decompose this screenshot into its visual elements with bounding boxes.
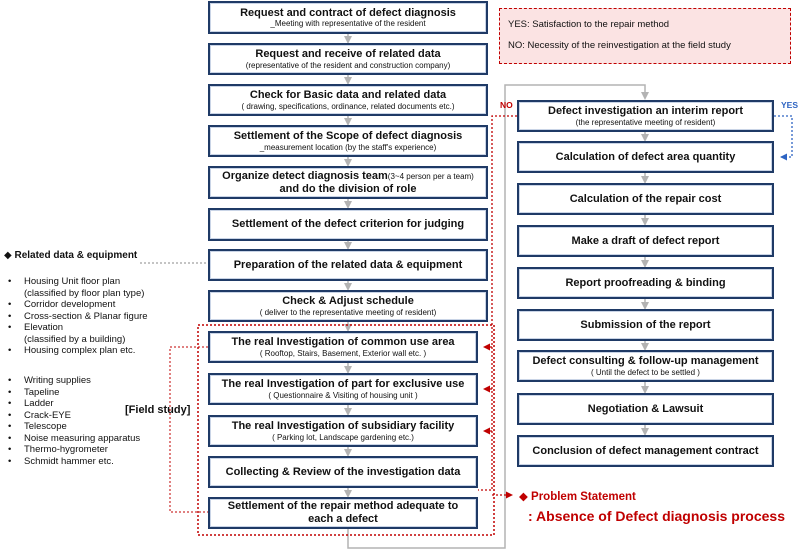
legend-yes: YES: Satisfaction to the repair method [508,19,670,30]
field-study-bracket [169,346,208,513]
list-item: Schmidt hammer etc. [8,456,140,468]
legend-box: YES: Satisfaction to the repair method N… [499,8,791,64]
list-item: Housing complex plan etc. [8,345,148,357]
problem-statement-subtitle: : Absence of Defect diagnosis process [528,508,785,524]
step-proofreading: Report proofreading & binding [517,267,774,299]
related-data-title: ◆ Related data & equipment [4,250,138,261]
related-data-list-2: Writing supplies Tapeline Ladder Crack-E… [8,375,140,467]
list-item: Housing Unit floor plan [8,276,148,288]
related-data-list-1: Housing Unit floor plan (classified by f… [8,276,148,357]
step-check-schedule: Check & Adjust schedule ( deliver to the… [208,290,488,322]
list-item: Writing supplies [8,375,140,387]
step-check-basic-data: Check for Basic data and related data ( … [208,84,488,116]
list-item: Ladder [8,398,140,410]
list-item: (classified by floor plan type) [24,287,145,299]
step-repair-cost: Calculation of the repair cost [517,183,774,215]
step-repair-method: Settlement of the repair method adequate… [208,497,478,529]
connector-left-to-right [347,84,649,549]
list-item: Noise measuring apparatus [8,433,140,445]
step-investigation-exclusive: The real Investigation of part for exclu… [208,373,478,405]
step-consulting: Defect consulting & follow-up management… [517,350,774,382]
step-preparation: Preparation of the related data & equipm… [208,249,488,281]
step-request-data: Request and receive of related data (rep… [208,43,488,75]
step-negotiation: Negotiation & Lawsuit [517,393,774,425]
step-defect-criterion: Settlement of the defect criterion for j… [208,208,488,241]
step-draft-report: Make a draft of defect report [517,225,774,257]
step-settlement-scope: Settlement of the Scope of defect diagno… [208,125,488,157]
problem-statement-title: ◆ Problem Statement [519,491,636,503]
list-item: Corridor development [8,299,148,311]
step-conclusion: Conclusion of defect management contract [517,435,774,467]
list-item: Elevation [8,322,148,334]
list-item: (classified by a building) [24,333,126,345]
field-study-frame [197,324,495,536]
step-organize-team: Organize detect diagnosis team(3~4 perso… [208,166,488,199]
list-item: Thermo-hygrometer [8,444,140,456]
step-collecting-review: Collecting & Review of the investigation… [208,456,478,488]
step-investigation-subsidiary: The real Investigation of subsidiary fac… [208,415,478,447]
field-study-label: [Field study] [125,404,191,416]
step-interim-report: Defect investigation an interim report (… [517,100,774,132]
no-loop-arrow [478,115,517,491]
step-area-quantity: Calculation of defect area quantity [517,141,774,173]
yes-loop-arrow [774,115,793,161]
step-request-contract: Request and contract of defect diagnosis… [208,1,488,34]
no-label: NO [500,100,513,110]
step-submission: Submission of the report [517,309,774,341]
list-item: Telescope [8,421,140,433]
list-item: Cross-section & Planar figure [8,311,148,323]
legend-no: NO: Necessity of the reinvestigation at … [508,40,731,51]
yes-label: YES [781,100,799,110]
list-item: Tapeline [8,387,140,399]
step-investigation-common: The real Investigation of common use are… [208,331,478,363]
list-item: Crack-EYE [8,410,140,422]
